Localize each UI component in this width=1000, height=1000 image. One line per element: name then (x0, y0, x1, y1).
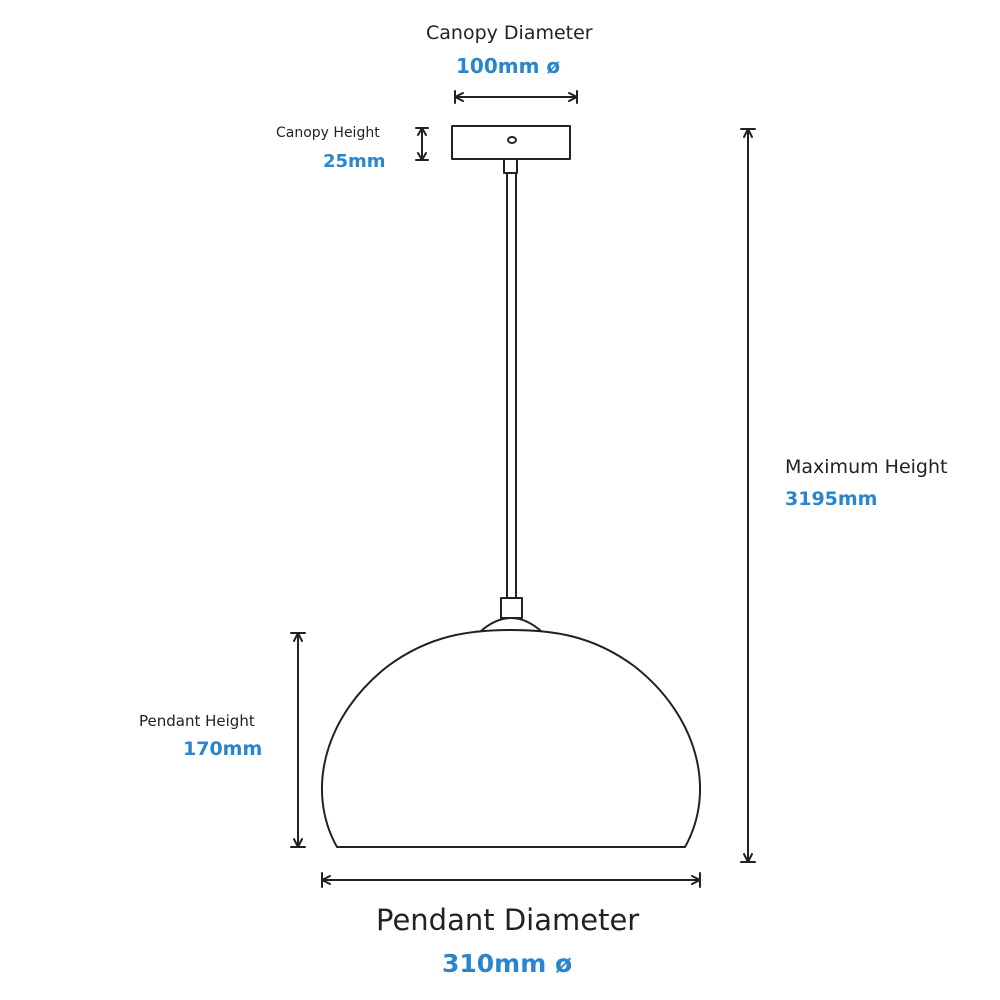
pendant-height-dimension (290, 632, 306, 848)
canopy-diameter-dimension (454, 90, 578, 104)
shade-cap (480, 617, 542, 632)
canopy-diameter-label: Canopy Diameter (426, 22, 593, 44)
canopy-height-value: 25mm (323, 151, 386, 172)
canopy-collar (503, 158, 518, 174)
lamp-holder (500, 597, 523, 619)
canopy-diameter-value: 100mm ø (456, 54, 561, 78)
maximum-height-value: 3195mm (785, 488, 878, 510)
suspension-rod (506, 172, 517, 599)
pendant-height-value: 170mm (183, 738, 263, 760)
pendant-shade (321, 629, 701, 848)
pendant-diameter-value: 310mm ø (442, 949, 573, 978)
canopy-height-label: Canopy Height (276, 125, 380, 141)
pendant-diameter-dimension (321, 872, 701, 888)
pendant-diameter-label: Pendant Diameter (376, 903, 640, 937)
maximum-height-dimension (740, 128, 756, 863)
maximum-height-label: Maximum Height (785, 456, 948, 478)
canopy-height-dimension (415, 127, 429, 161)
pendant-height-label: Pendant Height (139, 712, 255, 730)
canopy-screw (507, 136, 517, 144)
